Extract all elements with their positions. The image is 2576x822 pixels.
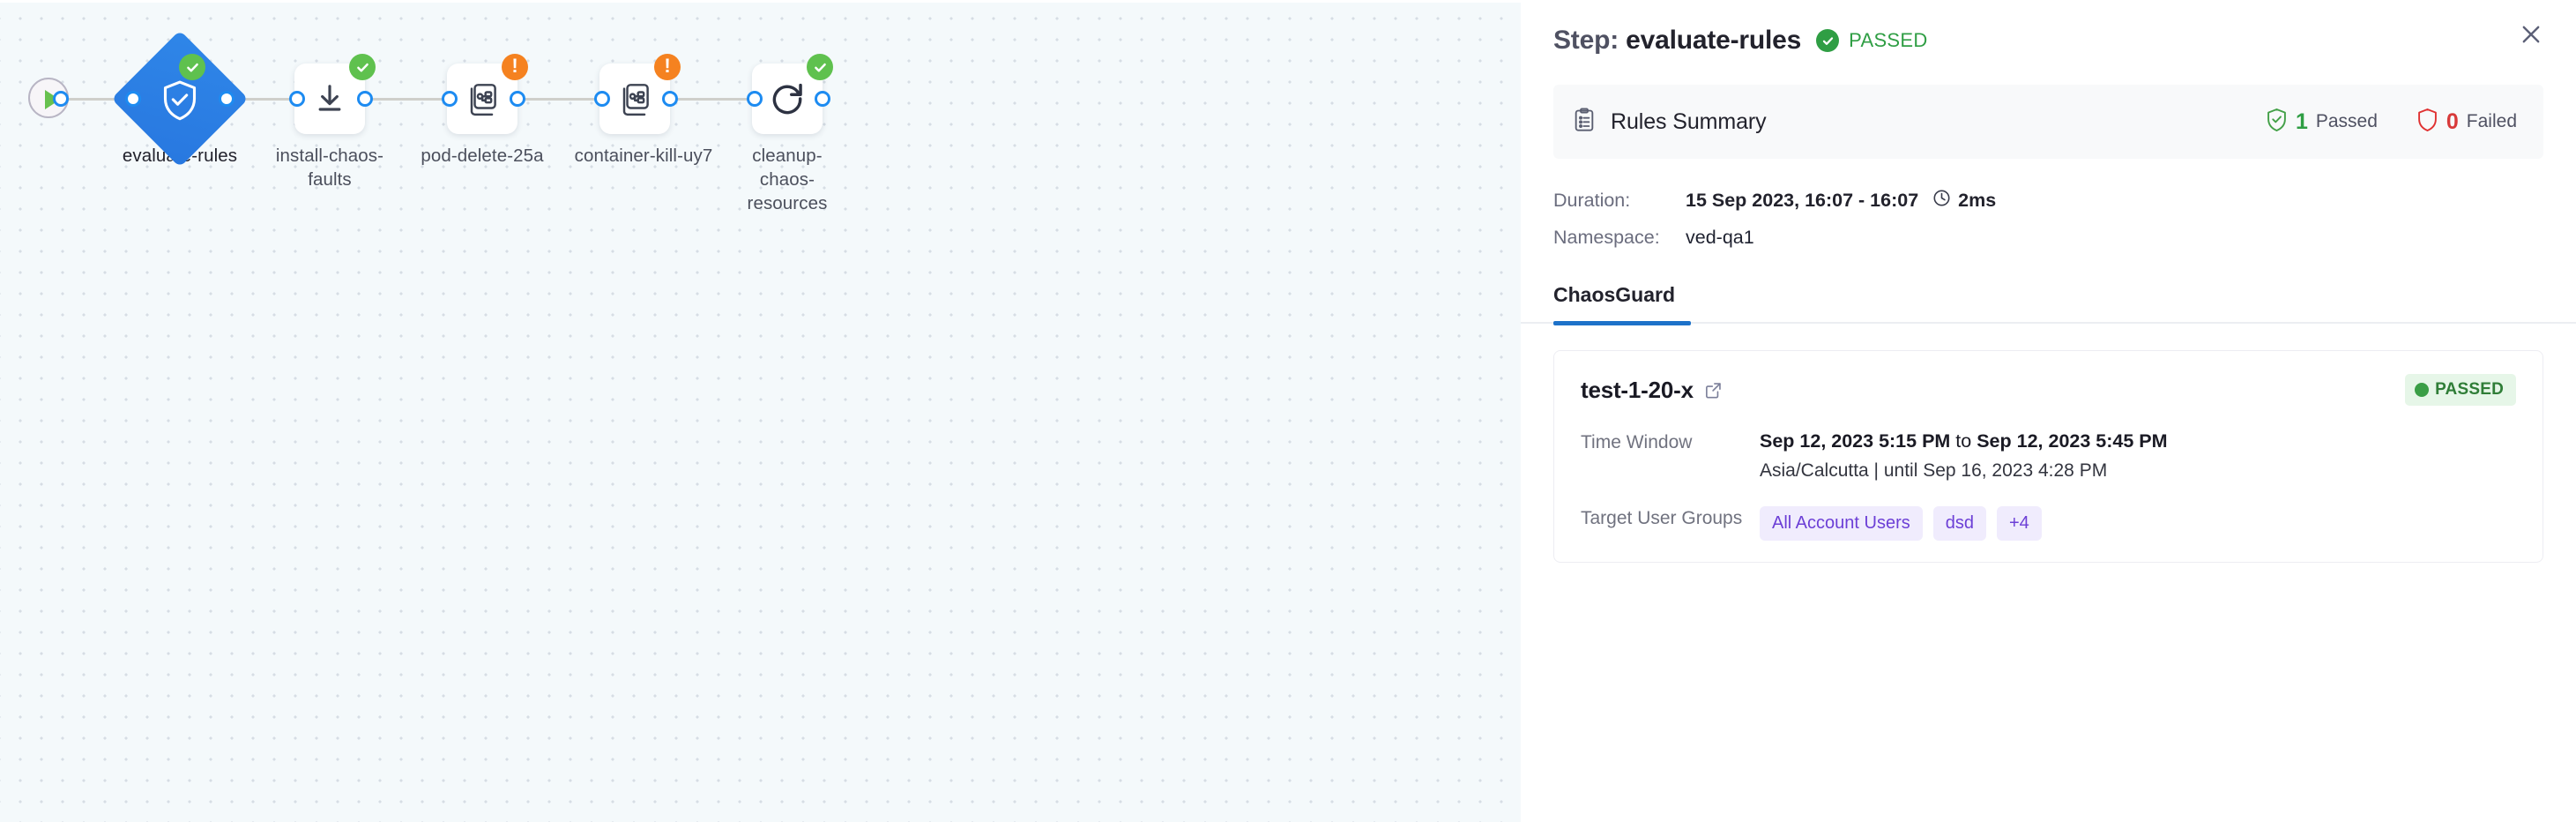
page-title: Step: evaluate-rules	[1553, 26, 1801, 56]
namespace-row: Namespace: ved-qa1	[1553, 219, 2543, 256]
port-evaluate-out[interactable]	[219, 91, 235, 107]
namespace-value: ved-qa1	[1686, 226, 1754, 248]
time-window-from: Sep 12, 2023 5:15 PM	[1760, 430, 1951, 452]
download-icon	[310, 79, 349, 118]
check-circle-icon	[1816, 29, 1840, 52]
namespace-label: Namespace:	[1553, 226, 1660, 248]
port-install-out[interactable]	[357, 91, 373, 107]
rules-passed-stat: 1 Passed	[2266, 108, 2378, 137]
rules-summary-strip: Rules Summary 1 Passed	[1553, 85, 2543, 159]
chaos-fault-icon	[615, 79, 654, 118]
shield-icon	[2416, 108, 2438, 137]
rules-summary-title: Rules Summary	[1611, 108, 1767, 134]
group-chip-overflow[interactable]: +4	[1996, 506, 2042, 541]
status-badge-ok-evaluate-rules	[179, 54, 205, 80]
clipboard-icon	[1573, 107, 1596, 137]
rules-failed-label: Failed	[2466, 111, 2517, 131]
status-badge-ok-cleanup-chaos-resources	[807, 54, 833, 80]
port-cleanup-out[interactable]	[815, 91, 830, 107]
panel-tabbar: ChaosGuard	[1521, 283, 2576, 325]
external-link-icon[interactable]	[1704, 381, 1723, 400]
shield-check-icon	[2266, 108, 2288, 137]
chaos-fault-icon	[463, 79, 502, 118]
port-start-out[interactable]	[53, 91, 69, 107]
port-cleanup-in[interactable]	[747, 91, 763, 107]
time-window-to: Sep 12, 2023 5:45 PM	[1977, 430, 2168, 452]
rule-status-text: PASSED	[2435, 380, 2504, 399]
time-window-label: Time Window	[1581, 432, 1693, 452]
status-badge-ok-install-chaos-faults	[349, 54, 376, 80]
panel-header: Step: evaluate-rules PASSED	[1521, 0, 2576, 81]
duration-label: Duration:	[1553, 189, 1631, 211]
port-install-in[interactable]	[289, 91, 305, 107]
edge-start-to-evaluate	[60, 98, 148, 101]
group-chip[interactable]: dsd	[1932, 506, 1986, 541]
status-badge-warn-pod-delete-25a: !	[502, 54, 528, 80]
duration-elapsed: 2ms	[1958, 189, 1997, 211]
rule-status-badge: PASSED	[2405, 374, 2516, 406]
status-badge-warn-container-kill-uy7: !	[654, 54, 681, 80]
exclamation-icon: !	[511, 55, 518, 77]
duration-value: 15 Sep 2023, 16:07 - 16:07	[1686, 189, 1919, 211]
refresh-icon	[768, 79, 807, 118]
edge-container-to-cleanup	[667, 98, 764, 101]
port-container-out[interactable]	[662, 91, 678, 107]
target-user-groups-chips: All Account Users dsd +4	[1760, 506, 2042, 541]
close-icon[interactable]	[2513, 16, 2550, 53]
step-name: evaluate-rules	[1626, 26, 1802, 55]
step-meta-block: Duration: 15 Sep 2023, 16:07 - 16:07 2ms…	[1553, 182, 2543, 256]
clock-icon	[1932, 189, 1951, 213]
edge-pod-to-container	[515, 98, 612, 101]
rule-name: test-1-20-x	[1581, 376, 1694, 403]
status-badge: PASSED	[1849, 29, 1928, 51]
tab-chaosguard[interactable]: ChaosGuard	[1553, 283, 1692, 325]
step-prefix: Step:	[1553, 26, 1619, 55]
port-pod-out[interactable]	[510, 91, 525, 107]
exclamation-icon: !	[664, 55, 671, 77]
step-detail-panel: Step: evaluate-rules PASSED	[1521, 0, 2576, 822]
group-chip[interactable]: All Account Users	[1760, 506, 1923, 541]
duration-value-wrap: 15 Sep 2023, 16:07 - 16:07 2ms	[1686, 189, 1996, 213]
duration-row: Duration: 15 Sep 2023, 16:07 - 16:07 2ms	[1553, 182, 2543, 219]
time-window-join: to	[1950, 430, 1977, 452]
time-window-value-wrap: Sep 12, 2023 5:15 PM to Sep 12, 2023 5:4…	[1760, 430, 2168, 482]
chaosguard-rule-card: test-1-20-x PASSED Time Window	[1553, 350, 2543, 563]
shield-check-icon	[157, 78, 203, 123]
rules-passed-label: Passed	[2315, 111, 2378, 131]
time-window-row: Time Window Sep 12, 2023 5:15 PM to Sep …	[1581, 430, 2516, 482]
pipeline-canvas[interactable]: evaluate-rules install-chaos-faults	[0, 0, 1521, 822]
status-dot-icon	[2415, 383, 2430, 397]
node-label-cleanup-chaos-resources: cleanup-chaos-resources	[747, 146, 828, 213]
port-pod-in[interactable]	[442, 91, 458, 107]
rules-failed-stat: 0 Failed	[2416, 108, 2517, 137]
port-evaluate-in[interactable]	[125, 91, 141, 107]
port-container-in[interactable]	[594, 91, 610, 107]
rules-passed-count: 1	[2295, 108, 2308, 134]
node-label-container-kill-uy7: container-kill-uy7	[574, 146, 713, 166]
rules-failed-count: 0	[2446, 108, 2459, 134]
time-window-value: Sep 12, 2023 5:15 PM to Sep 12, 2023 5:4…	[1760, 430, 2168, 452]
edge-evaluate-to-install	[219, 98, 316, 101]
node-label-install-chaos-faults: install-chaos-faults	[275, 146, 384, 190]
canvas-top-divider	[0, 0, 1521, 3]
target-user-groups-row: Target User Groups All Account Users dsd…	[1581, 506, 2516, 541]
edge-install-to-pod	[363, 98, 460, 101]
node-label-pod-delete-25a: pod-delete-25a	[421, 146, 544, 166]
time-window-sub: Asia/Calcutta | until Sep 16, 2023 4:28 …	[1760, 460, 2108, 481]
target-user-groups-label: Target User Groups	[1581, 508, 1743, 528]
card-header: test-1-20-x PASSED	[1581, 374, 2516, 406]
